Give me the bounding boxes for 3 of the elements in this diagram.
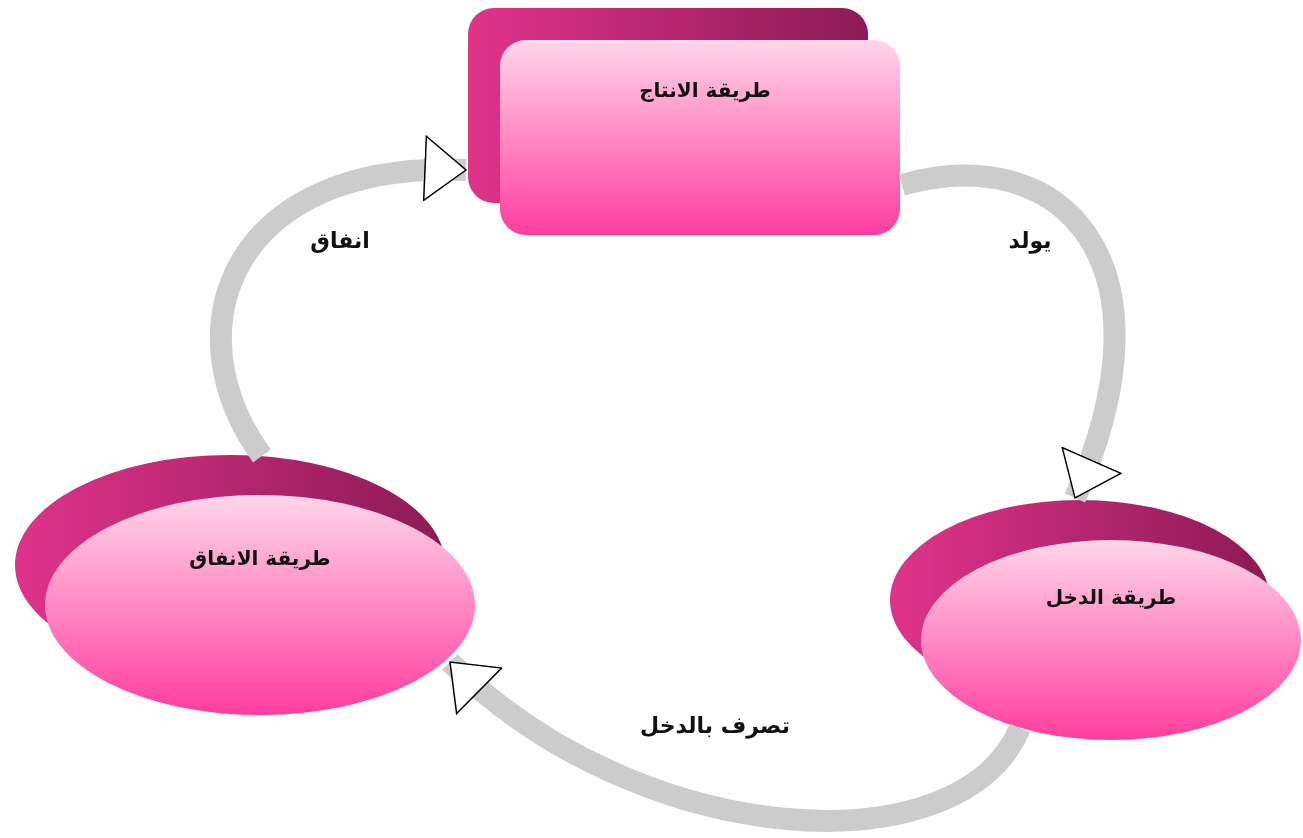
curved-arrow bbox=[442, 653, 1030, 832]
curved-arrow bbox=[210, 138, 467, 462]
curved-arrow bbox=[899, 165, 1126, 502]
